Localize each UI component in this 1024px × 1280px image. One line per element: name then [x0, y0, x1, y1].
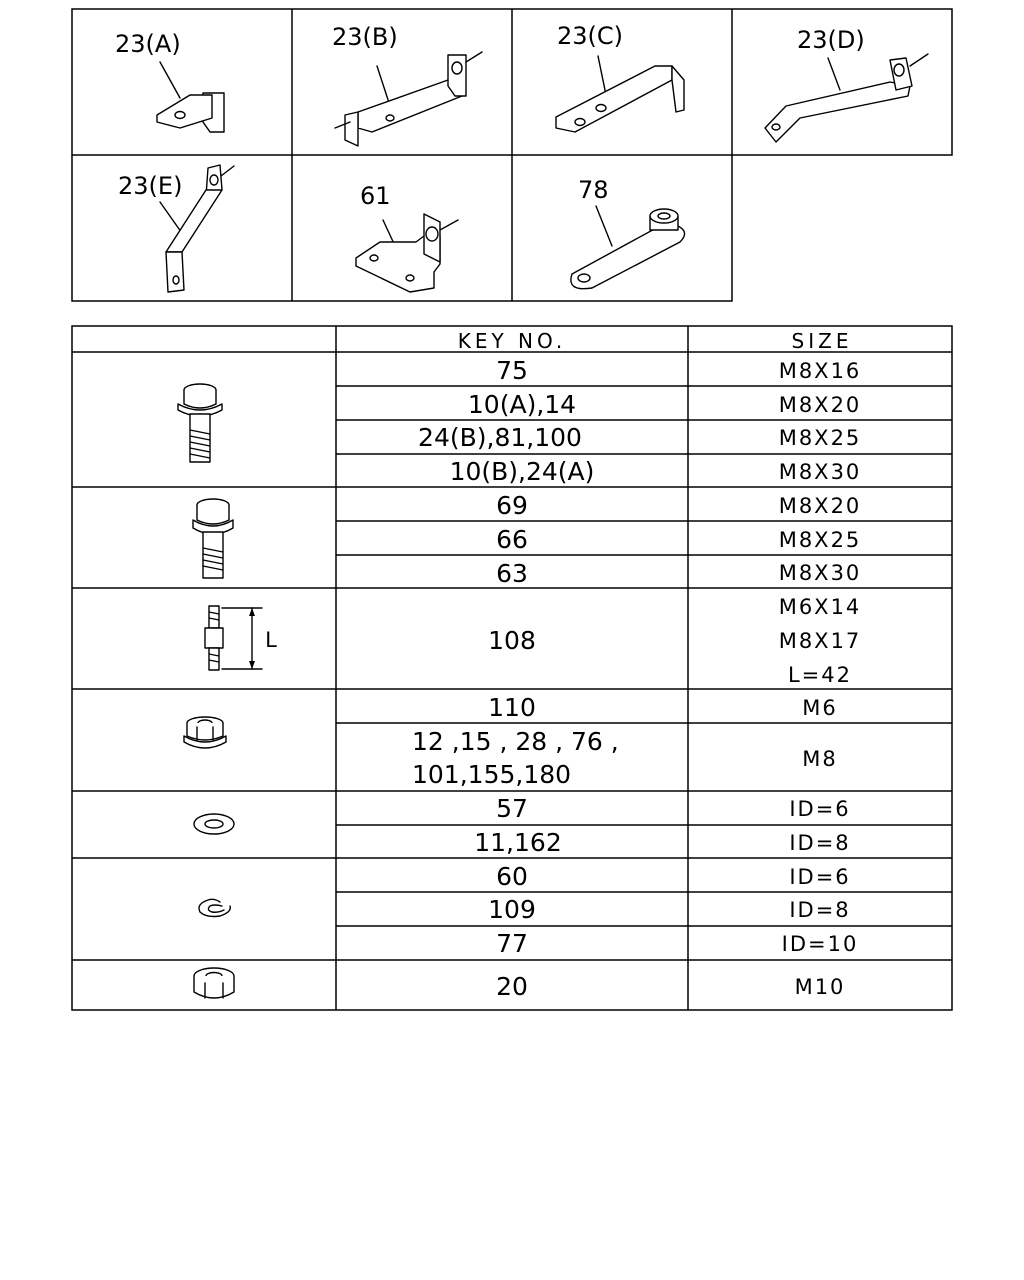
key-number: 20 — [496, 972, 528, 1001]
bracket-61: 61 — [355, 182, 459, 293]
key-number: 66 — [496, 525, 528, 554]
size-value: ID=6 — [789, 865, 850, 889]
size-value: ID=10 — [782, 932, 859, 956]
size-value: M6 — [802, 696, 837, 720]
bracket-23e-icon — [165, 164, 235, 293]
size-value: M6X14 — [779, 595, 862, 619]
bracket-label: 23(E) — [118, 172, 182, 200]
bracket-23d-icon — [764, 53, 929, 143]
bracket-23b: 23(B) — [332, 23, 483, 147]
bracket-23b-icon — [334, 51, 483, 147]
key-number: 77 — [496, 929, 528, 958]
size-value: M8X20 — [779, 393, 862, 417]
bracket-23a: 23(A) — [115, 30, 225, 133]
bracket-23a-icon — [156, 92, 225, 133]
size-value: ID=8 — [789, 898, 850, 922]
bracket-label: 23(C) — [557, 22, 623, 50]
key-number: 69 — [496, 491, 528, 520]
bracket-label: 23(D) — [797, 26, 865, 54]
size-value: M8 — [802, 747, 837, 771]
bracket-label: 23(B) — [332, 23, 398, 51]
size-value: M8X25 — [779, 528, 862, 552]
washer-bolt-icon — [192, 498, 234, 579]
hex-nut-icon — [193, 967, 235, 999]
size-value: M8X30 — [779, 561, 862, 585]
bracket-grid — [71, 8, 953, 302]
key-number: 109 — [488, 895, 536, 924]
bracket-78: 78 — [570, 176, 686, 290]
plain-washer-icon — [193, 813, 235, 835]
bracket-78-icon — [570, 208, 686, 290]
key-number: 10(B),24(A) — [450, 457, 595, 486]
size-value: ID=8 — [789, 831, 850, 855]
flange-nut-icon — [183, 716, 227, 749]
key-number: 110 — [488, 693, 536, 722]
bracket-label: 23(A) — [115, 30, 181, 58]
size-header: SIZE — [792, 329, 853, 353]
key-number: 12 ,15 , 28 , 76 , — [412, 727, 619, 756]
bracket-label: 61 — [360, 182, 391, 210]
bracket-23e: 23(E) — [118, 164, 235, 293]
key-number: 10(A),14 — [468, 390, 576, 419]
lock-washer-icon — [198, 898, 231, 918]
flange-bolt-icon — [177, 383, 223, 463]
key-number: 108 — [488, 626, 536, 655]
key-number: 60 — [496, 862, 528, 891]
bracket-61-icon — [355, 213, 459, 293]
dimension-label: L — [265, 628, 279, 652]
size-value: M10 — [795, 975, 846, 999]
key-number: 24(B),81,100 — [418, 423, 582, 452]
key-number: 101,155,180 — [412, 760, 571, 789]
key-number: 11,162 — [474, 828, 561, 857]
size-value: M8X30 — [779, 460, 862, 484]
bracket-23c: 23(C) — [555, 22, 685, 133]
bracket-23d: 23(D) — [764, 26, 929, 143]
size-value: M8X25 — [779, 426, 862, 450]
size-value: ID=6 — [789, 797, 850, 821]
fastener-table — [71, 325, 953, 1011]
key-number: 63 — [496, 559, 528, 588]
bracket-23c-icon — [555, 65, 685, 133]
bracket-label: 78 — [578, 176, 609, 204]
size-value: L=42 — [788, 663, 852, 687]
size-value: M8X16 — [779, 359, 862, 383]
key-number: 75 — [496, 356, 528, 385]
size-value: M8X17 — [779, 629, 862, 653]
key-no-header: KEY NO. — [458, 329, 567, 353]
size-value: M8X20 — [779, 494, 862, 518]
stud-bolt-icon — [204, 605, 263, 671]
key-number: 57 — [496, 794, 528, 823]
